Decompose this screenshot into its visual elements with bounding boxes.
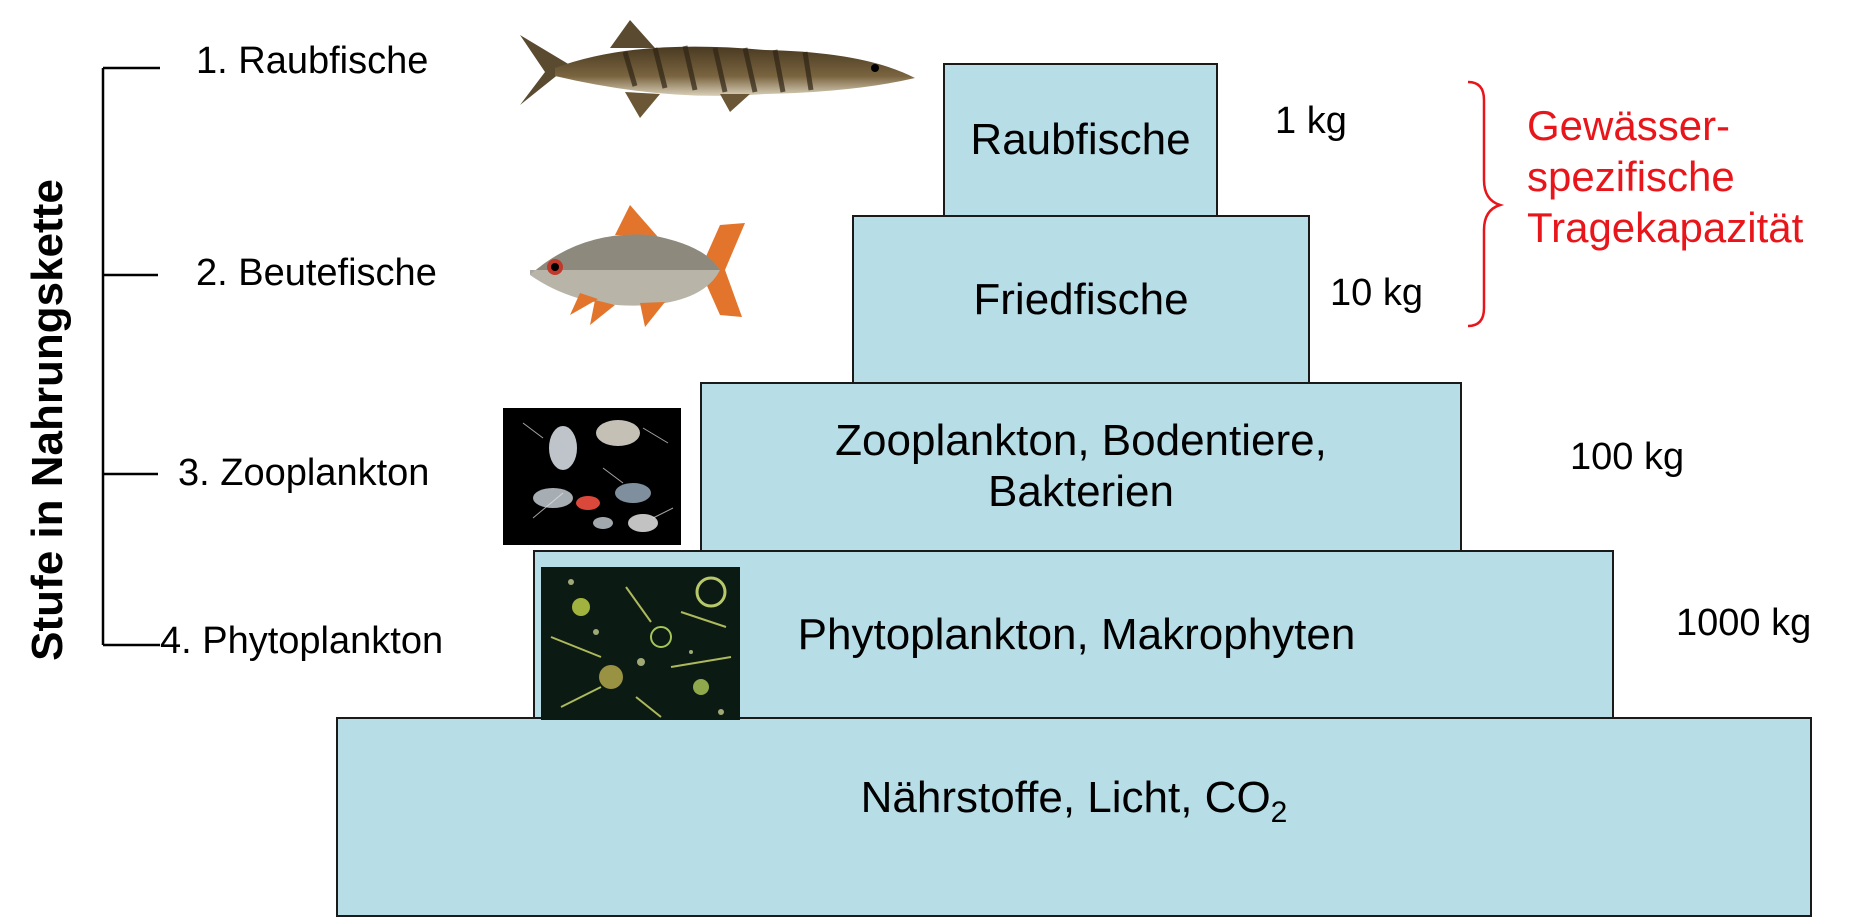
capacity-label: Gewässer- spezifische Tragekapazität <box>1527 100 1803 253</box>
phytoplankton-photo <box>541 567 740 720</box>
capacity-line-1: Gewässer- <box>1527 100 1803 151</box>
pyramid-phytoplankton-label: Phytoplankton, Makrophyten <box>798 610 1356 661</box>
pyramid-base: Nährstoffe, Licht, CO2 <box>336 717 1812 917</box>
pyramid-base-label: Nährstoffe, Licht, CO2 <box>861 773 1288 830</box>
pyramid-raubfische: Raubfische <box>943 63 1218 217</box>
mass-level-2: 10 kg <box>1330 272 1423 315</box>
pyramid-raubfische-label: Raubfische <box>970 115 1190 166</box>
capacity-line-3: Tragekapazität <box>1527 202 1803 253</box>
roach-image <box>520 205 750 335</box>
capacity-brace <box>1468 82 1500 326</box>
base-subscript: 2 <box>1271 796 1288 829</box>
pyramid-zooplankton-line1: Zooplankton, Bodentiere, <box>835 416 1327 467</box>
mass-level-1: 1 kg <box>1275 100 1347 143</box>
level-4-label: 4. Phytoplankton <box>160 620 443 663</box>
level-2-label: 2. Beutefische <box>196 252 437 295</box>
pyramid-friedfische: Friedfische <box>852 215 1310 385</box>
mass-level-3: 100 kg <box>1570 436 1684 479</box>
capacity-line-2: spezifische <box>1527 151 1803 202</box>
pyramid-zooplankton: Zooplankton, Bodentiere, Bakterien <box>700 382 1462 552</box>
pike-image <box>515 10 935 130</box>
base-text: Nährstoffe, Licht, CO <box>861 773 1271 822</box>
zooplankton-photo <box>503 408 681 545</box>
pyramid-friedfische-label: Friedfische <box>973 275 1188 326</box>
pyramid-zooplankton-line2: Bakterien <box>988 467 1174 518</box>
mass-level-4: 1000 kg <box>1676 602 1811 645</box>
level-1-label: 1. Raubfische <box>196 40 428 83</box>
level-3-label: 3. Zooplankton <box>178 452 429 495</box>
